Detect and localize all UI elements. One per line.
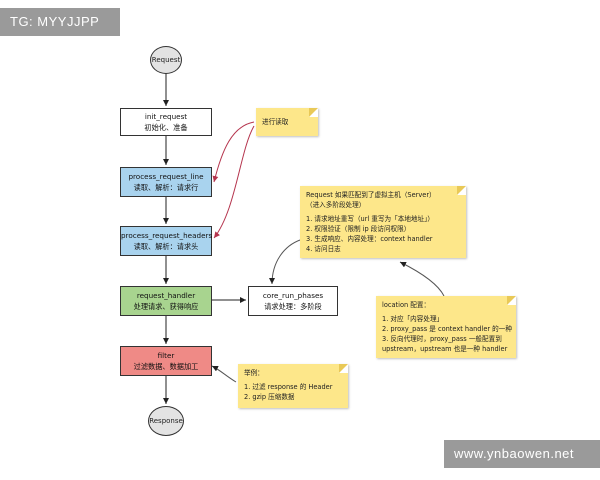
watermark-bottom-right: www.ynbaowen.net [444,440,600,468]
note-loop-read-text: 进行读取 [262,118,289,126]
note-server-line-6: 4. 访问日志 [306,245,341,253]
note-location-line-5: upstream，upstream 也是一种 handler [382,345,508,353]
note-filter-line-0: 举例： [244,369,264,377]
watermark-top-left: TG: MYYJJPP [0,8,120,36]
process-request-line-title: process_request_line [128,172,204,181]
process-request-line-desc: 读取、解析：请求行 [133,183,199,192]
filter-title: filter [157,351,175,360]
note-location: location 配置： 1. 对应「内容处理」 2. proxy_pass 是… [376,296,516,358]
init-request-desc: 初始化、准备 [144,123,188,132]
note-location-line-0: location 配置： [382,301,431,309]
process-request-headers-node: process_request_headers 读取、解析：请求头 [120,226,212,256]
note-location-line-4: 3. 反向代理时，proxy_pass 一般配置到 [382,335,502,343]
core-run-phases-title: core_run_phases [262,291,324,300]
core-run-phases-node: core_run_phases 请求处理：多阶段 [248,286,338,316]
note-server-line-1: （进入多阶段处理） [306,201,366,209]
response-node: Response [148,406,184,436]
note-location-line-2: 1. 对应「内容处理」 [382,315,444,323]
note-filter-line-2: 1. 过滤 response 的 Header [244,383,333,391]
note-server-line-4: 2. 权限验证（限制 ip 段访问权限） [306,225,411,233]
connector-server-note [269,239,301,285]
init-request-node: init_request 初始化、准备 [120,108,212,136]
init-request-title: init_request [144,112,188,121]
request-node: Request [150,46,182,74]
note-server-line-0: Request 如果匹配到了虚拟主机（Server） [306,191,436,199]
process-request-headers-desc: 读取、解析：请求头 [133,242,199,251]
process-request-headers-title: process_request_headers [121,231,213,240]
core-run-phases-desc: 请求处理：多阶段 [264,302,322,311]
note-location-line-3: 2. proxy_pass 是 context handler 的一种 [382,325,512,333]
note-server-match: Request 如果匹配到了虚拟主机（Server） （进入多阶段处理） 1. … [300,186,466,258]
connector-filter-note [211,365,237,383]
loop-arrow-to-line [212,121,255,183]
loop-arrow-to-headers [213,125,255,239]
note-filter-example: 举例： 1. 过滤 response 的 Header 2. gzip 压缩数据 [238,364,348,408]
note-loop-read: 进行读取 [256,108,318,136]
note-server-line-3: 1. 请求地址重写（url 重写为「本地地址」） [306,215,434,223]
process-request-line-node: process_request_line 读取、解析：请求行 [120,167,212,197]
filter-node: filter 过滤数据、数据加工 [120,346,212,376]
request-handler-title: request_handler [136,291,196,300]
note-server-line-5: 3. 生成响应、内容处理：context handler [306,235,433,243]
note-filter-line-3: 2. gzip 压缩数据 [244,393,295,401]
connector-location-note [399,261,445,297]
filter-desc: 过滤数据、数据加工 [133,362,199,371]
request-handler-node: request_handler 处理请求、获得响应 [120,286,212,316]
request-handler-desc: 处理请求、获得响应 [133,302,199,311]
